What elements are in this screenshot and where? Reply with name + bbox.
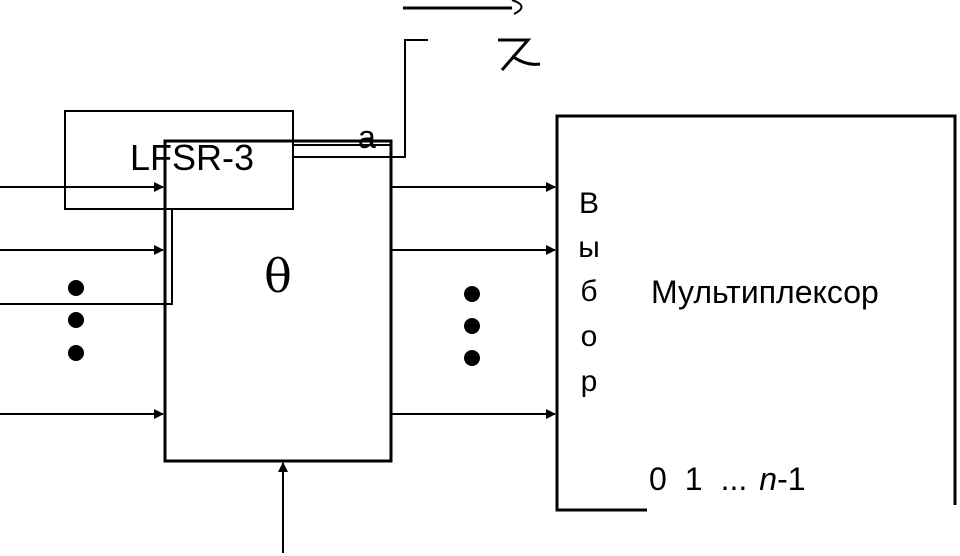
lfsr-label: LFSR-3 bbox=[130, 137, 254, 178]
lfsr-block bbox=[64, 110, 294, 210]
lfsr-feedback-line bbox=[0, 209, 173, 305]
input-dot-2 bbox=[68, 312, 84, 328]
input-dot-1 bbox=[68, 280, 84, 296]
handwritten-mark bbox=[498, 38, 541, 71]
mux-input-0: 0 bbox=[649, 461, 667, 497]
select-letter-2: ы bbox=[578, 231, 600, 264]
output-dot-3 bbox=[464, 350, 480, 366]
mux-input-n: n bbox=[759, 461, 777, 497]
output-dot-2 bbox=[464, 318, 480, 334]
theta-block bbox=[163, 139, 393, 463]
a-label: a bbox=[358, 119, 376, 155]
mux-input-ellipsis: ... bbox=[721, 461, 748, 497]
output-dot-1 bbox=[464, 286, 480, 302]
input-dot-3 bbox=[68, 345, 84, 361]
a-signal-line bbox=[293, 39, 428, 158]
select-letter-5: р bbox=[581, 365, 598, 398]
select-letter-3: б bbox=[580, 275, 597, 308]
multiplexer-block bbox=[555, 114, 957, 512]
mux-input-n-suffix: -1 bbox=[777, 461, 805, 497]
select-letter-4: о bbox=[581, 320, 598, 353]
top-fragment-curve bbox=[511, 0, 523, 15]
multiplexer-title: Мультиплексор bbox=[651, 274, 879, 310]
select-letter-1: В bbox=[579, 187, 599, 220]
mux-input-1: 1 bbox=[685, 461, 703, 497]
theta-label: θ bbox=[264, 249, 292, 303]
